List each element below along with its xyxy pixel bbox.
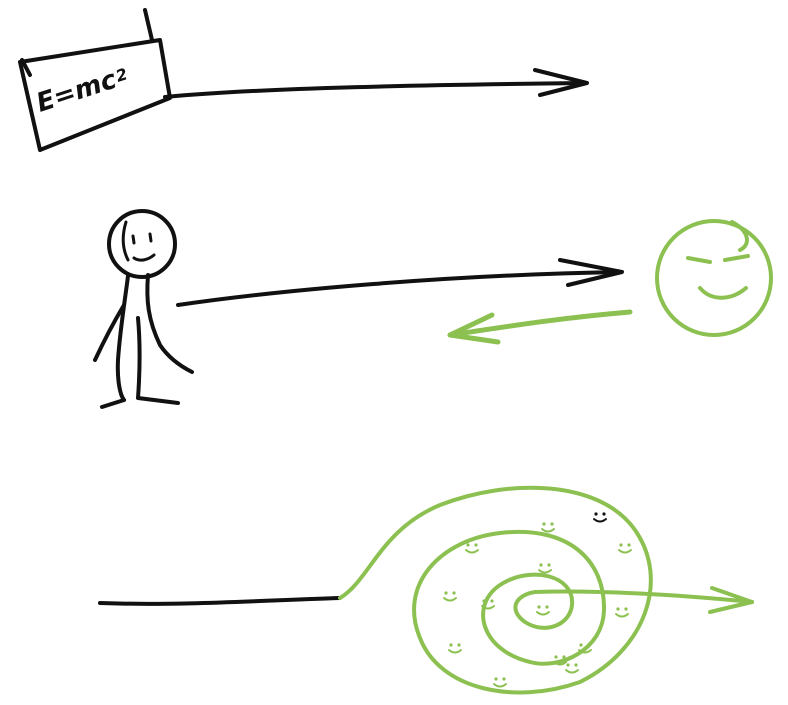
formula-text: E=mc xyxy=(33,65,121,119)
spiral-panel xyxy=(100,488,752,693)
spiral xyxy=(340,488,651,693)
returning-arrow xyxy=(450,312,630,342)
formula-sign: E=mc 2 xyxy=(20,10,170,150)
small-face xyxy=(466,543,478,552)
green-face xyxy=(657,221,771,335)
small-face xyxy=(566,663,578,672)
small-face xyxy=(449,643,461,652)
formula-arrow xyxy=(165,70,587,97)
person-panel xyxy=(95,211,771,407)
outgoing-green-arrow xyxy=(535,588,752,612)
small-face xyxy=(616,607,628,616)
incoming-line xyxy=(100,598,340,604)
small-face xyxy=(537,605,549,614)
outgoing-arrow xyxy=(178,260,622,305)
small-face xyxy=(444,591,456,600)
formula-panel: E=mc 2 xyxy=(20,10,587,150)
small-face xyxy=(494,677,506,686)
small-face xyxy=(542,522,554,531)
small-face xyxy=(619,543,631,552)
small-face-dark xyxy=(594,512,606,521)
small-face xyxy=(539,563,551,572)
stick-figure xyxy=(95,211,192,407)
